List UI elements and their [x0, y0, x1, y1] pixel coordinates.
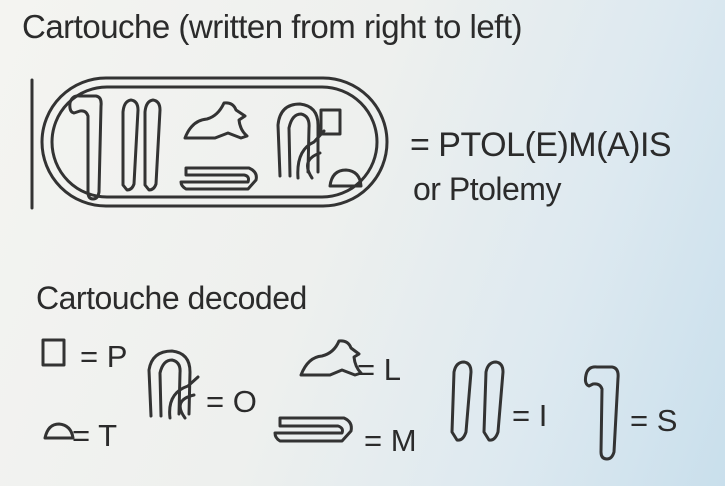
key-bread-loaf-glyph — [43, 422, 75, 440]
cartouche-outer-ring — [40, 76, 389, 208]
key-label-o: = O — [206, 384, 257, 419]
cartouche-t-glyph — [328, 168, 363, 188]
cartouche-reed-1 — [121, 98, 140, 192]
key-label-l: = L — [357, 352, 401, 387]
key-lion-glyph — [299, 339, 363, 377]
key-label-i: = I — [512, 398, 548, 433]
key-label-s: = S — [630, 403, 678, 438]
key-label-p: = P — [80, 339, 128, 374]
cartouche-reed-2 — [143, 98, 162, 192]
cartouche-lion-glyph — [183, 101, 249, 140]
key-rope-coil-glyph — [147, 349, 200, 420]
key-label-m: = M — [364, 423, 417, 458]
key-water-channel-glyph — [273, 416, 353, 443]
cartouche — [30, 76, 389, 210]
key-folded-cloth-glyph — [583, 365, 620, 461]
decoded-heading: Cartouche decoded — [36, 280, 307, 316]
translation-line-1: = PTOL(E)M(A)IS — [410, 126, 672, 164]
cartouche-s-glyph — [68, 94, 103, 201]
cartouche-inner-ring — [50, 85, 379, 199]
cartouche-o-glyph — [276, 102, 326, 180]
translation-line-2: or Ptolemy — [413, 171, 561, 207]
key-square-glyph — [41, 338, 66, 367]
key-reed-2-glyph — [482, 360, 505, 442]
cartouche-p-glyph — [319, 108, 342, 136]
cartouche-m-glyph — [179, 166, 258, 191]
key-reed-1-glyph — [450, 360, 473, 442]
key-label-t: = T — [72, 418, 118, 453]
page-title: Cartouche (written from right to left) — [22, 8, 523, 45]
